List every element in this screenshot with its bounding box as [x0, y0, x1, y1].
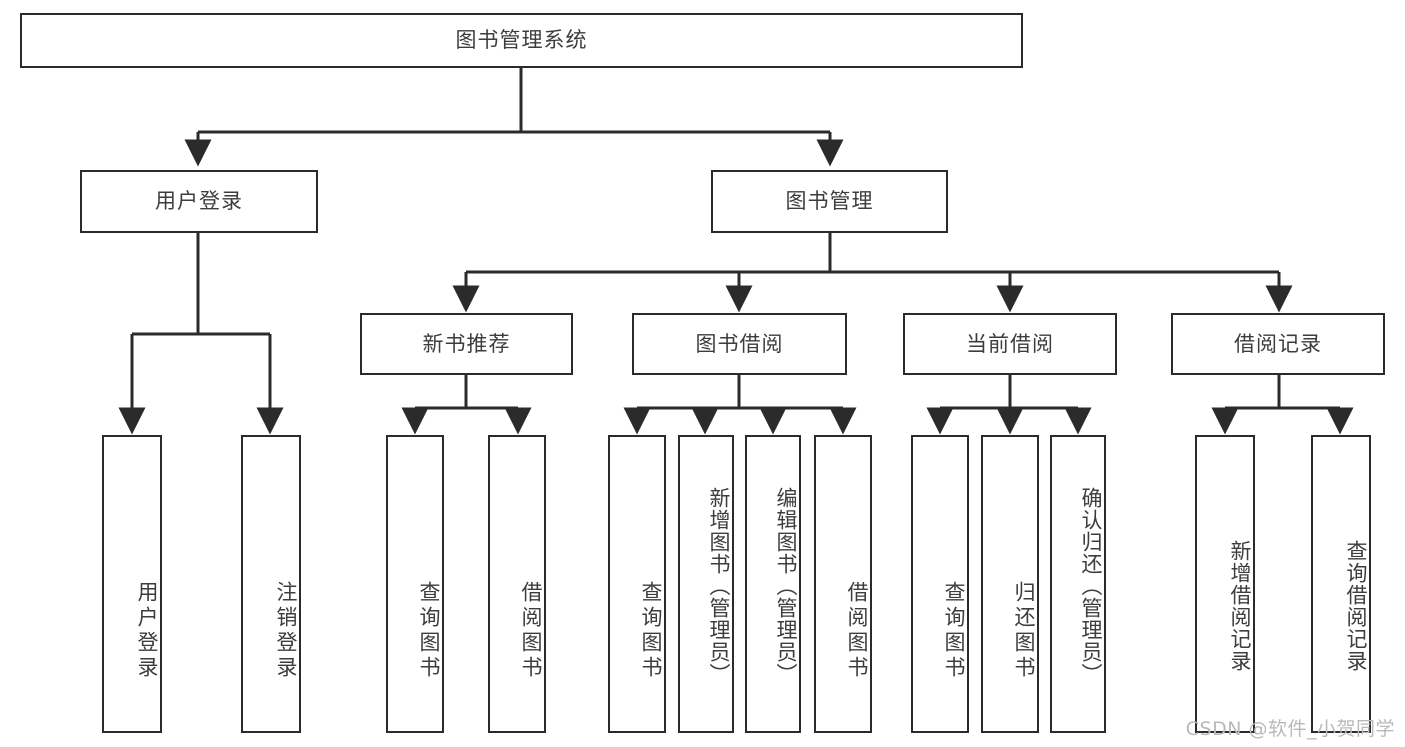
leaf-user-login[interactable]: 用户登录: [102, 435, 162, 733]
node-root[interactable]: 图书管理系统: [20, 13, 1023, 68]
leaf-add-book[interactable]: 新增图书（管理员）: [678, 435, 734, 733]
node-book-borrow[interactable]: 图书借阅: [632, 313, 847, 375]
leaf-edit-book[interactable]: 编辑图书（管理员）: [745, 435, 801, 733]
leaf-add-record[interactable]: 新增借阅记录: [1195, 435, 1255, 733]
node-user-login[interactable]: 用户登录: [80, 170, 318, 233]
watermark: CSDN @软件_小贺同学: [1185, 718, 1395, 740]
node-borrow-record[interactable]: 借阅记录: [1171, 313, 1385, 375]
leaf-query-record[interactable]: 查询借阅记录: [1311, 435, 1371, 733]
leaf-borrow-book-1[interactable]: 借阅图书: [488, 435, 546, 733]
leaf-return-book[interactable]: 归还图书: [981, 435, 1039, 733]
leaf-confirm-return[interactable]: 确认归还（管理员）: [1050, 435, 1106, 733]
leaf-query-book-2[interactable]: 查询图书: [608, 435, 666, 733]
leaf-query-book-3[interactable]: 查询图书: [911, 435, 969, 733]
node-new-book-rec[interactable]: 新书推荐: [360, 313, 573, 375]
node-current-borrow[interactable]: 当前借阅: [903, 313, 1117, 375]
leaf-query-book-1[interactable]: 查询图书: [386, 435, 444, 733]
leaf-logout[interactable]: 注销登录: [241, 435, 301, 733]
leaf-borrow-book-2[interactable]: 借阅图书: [814, 435, 872, 733]
node-book-manage[interactable]: 图书管理: [711, 170, 948, 233]
